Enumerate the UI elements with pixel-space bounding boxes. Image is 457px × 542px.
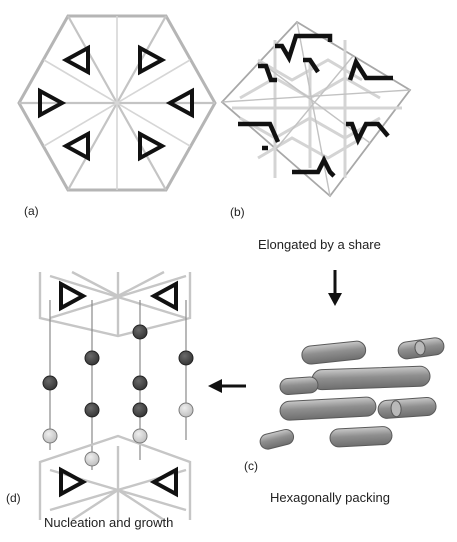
caption-hex-packing: Hexagonally packing	[270, 490, 390, 505]
panel-c-rods	[259, 337, 445, 450]
rod	[301, 340, 367, 365]
triangle-icon	[59, 280, 88, 312]
light-ball	[42, 428, 58, 444]
dark-ball	[132, 324, 148, 340]
rod	[279, 396, 377, 421]
triangle-icon	[61, 44, 90, 76]
dark-ball	[42, 375, 58, 391]
arrow-left-icon	[208, 379, 246, 393]
rod	[311, 365, 431, 391]
light-ball	[132, 428, 148, 444]
rod	[377, 397, 437, 419]
dark-ball	[84, 402, 100, 418]
triangle-icon	[61, 130, 90, 162]
caption-elongated: Elongated by a share	[258, 237, 381, 252]
triangle-icon	[138, 44, 167, 76]
triangle-icon	[149, 280, 178, 312]
panel-label-b: (b)	[230, 205, 245, 219]
triangle-icon	[149, 466, 178, 498]
rod	[279, 376, 319, 395]
dark-ball	[132, 375, 148, 391]
light-ball	[84, 451, 100, 467]
arrow-down-icon	[328, 270, 342, 306]
dark-ball	[84, 350, 100, 366]
panel-label-a: (a)	[24, 204, 39, 218]
rod	[397, 337, 445, 360]
panel-b-lattice	[220, 20, 412, 198]
rod	[259, 428, 295, 450]
dark-ball	[178, 350, 194, 366]
panel-a-hexagon	[17, 14, 217, 192]
triangle-icon	[59, 466, 88, 498]
panel-label-d: (d)	[6, 491, 21, 505]
triangle-icon	[138, 130, 167, 162]
dark-ball	[132, 402, 148, 418]
panel-label-c: (c)	[244, 459, 258, 473]
rod	[329, 426, 393, 448]
triangle-icon	[165, 87, 194, 119]
caption-nucleation: Nucleation and growth	[44, 515, 173, 530]
light-ball	[178, 402, 194, 418]
triangle-icon	[38, 87, 67, 119]
panel-d-growth	[38, 270, 194, 522]
